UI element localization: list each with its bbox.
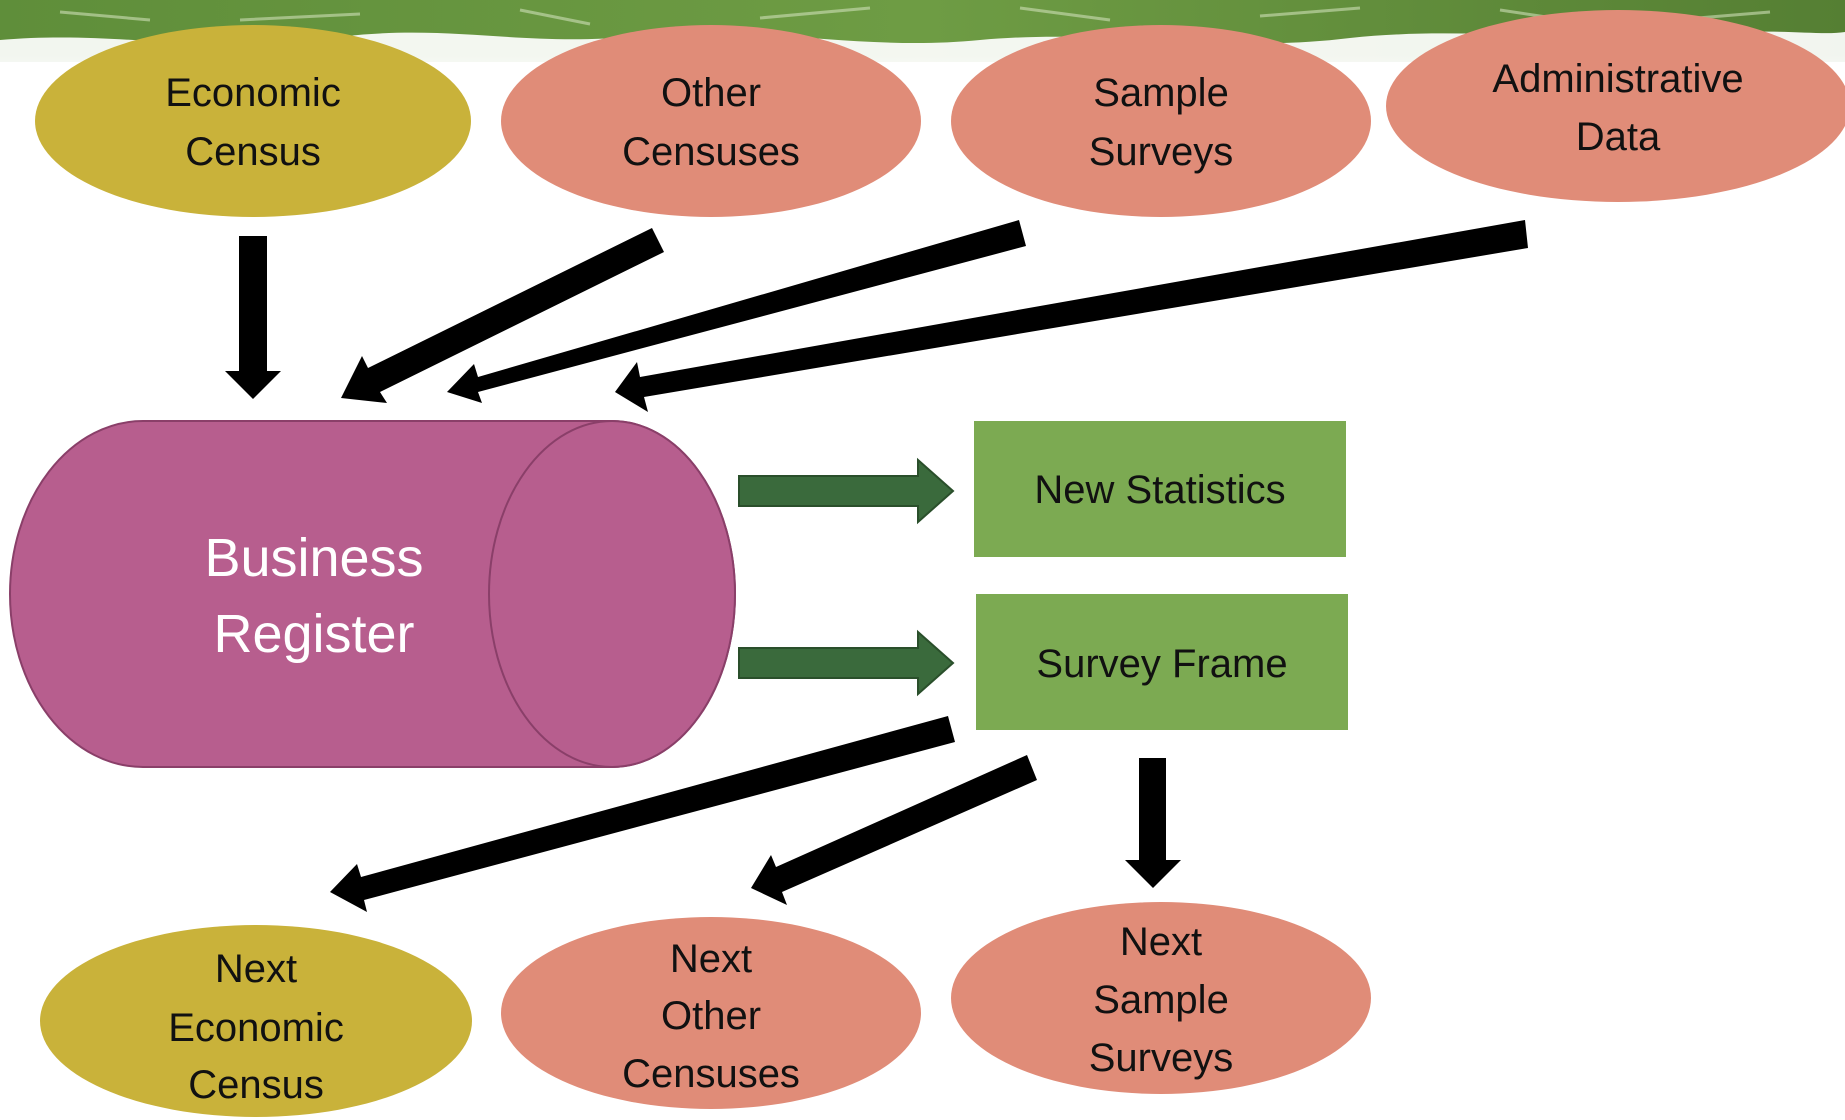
next-economic-census-node: Next Economic Census [40,925,472,1117]
economic-census-ellipse [35,25,471,217]
arrow-sample-surveys-to-register [447,220,1026,403]
next-sample-surveys-label-line2: Sample [1093,978,1229,1022]
sample-surveys-label-line1: Sample [1093,71,1229,115]
business-register-cylinder-end [488,420,736,768]
business-register-label-line2: Register [213,604,414,664]
administrative-data-label-line1: Administrative [1492,57,1743,101]
new-statistics-box [974,421,1346,557]
other-censuses-label-line1: Other [661,71,761,115]
economic-census-node: Economic Census [35,25,471,217]
arrow-register-to-new-statistics [738,457,955,525]
next-economic-census-label-line1: Next [215,947,297,991]
other-censuses-node: Other Censuses [501,25,921,217]
administrative-data-label-line2: Data [1576,115,1661,159]
administrative-data-ellipse [1386,10,1845,202]
top-banner-decoration [0,0,1845,95]
next-economic-census-ellipse [40,925,472,1117]
next-sample-surveys-label-line3: Surveys [1089,1036,1234,1080]
new-statistics-label: New Statistics [1034,468,1285,512]
next-other-censuses-label-line2: Other [661,994,761,1038]
next-economic-census-label-line2: Economic [168,1006,344,1050]
arrow-survey-frame-to-next-sample [1125,758,1181,888]
business-register-node: Business Register [9,420,736,768]
economic-census-label-line1: Economic [165,71,341,115]
arrow-survey-frame-to-next-other [751,755,1037,905]
next-other-censuses-ellipse [501,917,921,1109]
arrow-economic-to-register [225,236,281,399]
arrow-other-censuses-to-register [341,228,664,403]
survey-frame-label: Survey Frame [1036,642,1287,686]
next-other-censuses-node: Next Other Censuses [501,917,921,1109]
other-censuses-label-line2: Censuses [622,130,800,174]
survey-frame-box [976,594,1348,730]
business-register-label-line1: Business [204,528,423,588]
next-sample-surveys-node: Next Sample Surveys [951,902,1371,1094]
sample-surveys-ellipse [951,25,1371,217]
output-arrows [738,457,955,697]
downstream-arrows [330,716,1181,912]
input-arrows [225,220,1528,412]
next-sample-surveys-ellipse [951,902,1371,1094]
new-statistics-node: New Statistics [974,421,1346,557]
arrow-admin-data-to-register [615,220,1528,412]
next-sample-surveys-label-line1: Next [1120,920,1202,964]
survey-frame-node: Survey Frame [976,594,1348,730]
economic-census-label-line2: Census [185,130,321,174]
sample-surveys-label-line2: Surveys [1089,130,1234,174]
next-other-censuses-label-line3: Censuses [622,1052,800,1096]
next-economic-census-label-line3: Census [188,1063,324,1107]
arrow-survey-frame-to-next-economic [330,716,955,912]
arrow-register-to-survey-frame [738,629,955,697]
next-other-censuses-label-line1: Next [670,937,752,981]
administrative-data-node: Administrative Data [1386,10,1845,202]
sample-surveys-node: Sample Surveys [951,25,1371,217]
other-censuses-ellipse [501,25,921,217]
